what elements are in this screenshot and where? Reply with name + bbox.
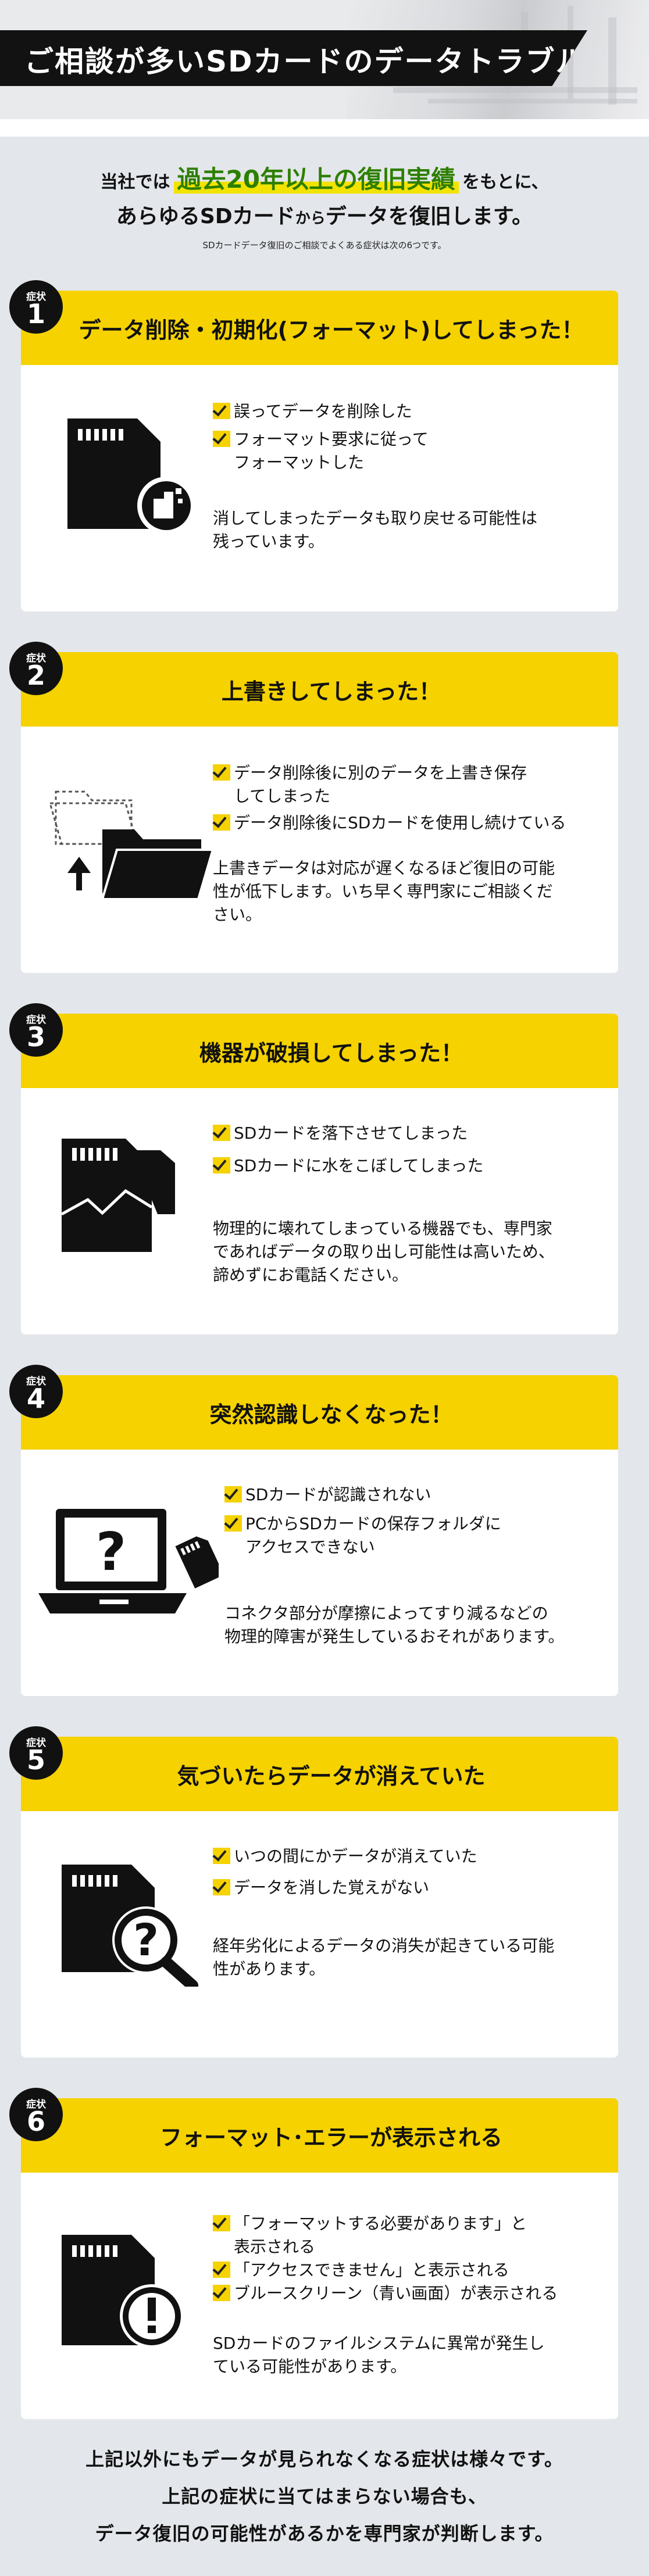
check-item: フォーマット要求に従って [213, 428, 429, 451]
symptom-title: 上書きしてしまった！ [221, 678, 441, 704]
check-icon [213, 1157, 230, 1173]
check-item: SDカードが認識されない [224, 1483, 501, 1507]
folder-overwrite-icon [49, 790, 215, 900]
check-icon [213, 2215, 230, 2231]
symptom-card-4: 突然認識しなくなった！ 症状 4 ? SDカードが認識されない PCからSDカー… [9, 1365, 618, 1696]
check-item: データ削除後にSDカードを使用し続けている [213, 811, 566, 835]
check-icon [213, 1879, 230, 1895]
symptom-card-1: データ削除・初期化(フォーマット)してしまった！ 症状 1 誤ってデータを削除し… [9, 280, 618, 611]
symptom-header: 気づいたらデータが消えていた [21, 1737, 618, 1811]
check-icon [213, 403, 230, 419]
symptom-checklist: SDカードが認識されない PCからSDカードの保存フォルダに アクセスできない [224, 1483, 501, 1559]
symptom-description: 経年劣化によるデータの消失が起きている可能 性があります。 [213, 1936, 555, 1978]
intro-line-1: 当社では過去20年以上の復旧実績をもとに、 [100, 165, 549, 194]
symptom-header: データ削除・初期化(フォーマット)してしまった！ [21, 291, 618, 365]
svg-text:?: ? [96, 1522, 126, 1583]
symptom-checklist: 誤ってデータを削除した フォーマット要求に従って フォーマットした [213, 400, 429, 474]
check-item: ブルースクリーン（青い画面）が表示される [213, 2282, 558, 2305]
check-item: データを消した覚えがない [213, 1876, 477, 1899]
check-item: 「アクセスできません」と表示される [213, 2259, 558, 2282]
footer-line-2: 上記の症状に当てはまらない場合も、 [162, 2485, 487, 2507]
check-item-continued: してしまった [234, 786, 331, 806]
broken-sd-card-icon [60, 1139, 175, 1252]
check-icon [224, 1515, 242, 1532]
symptom-checklist: SDカードを落下させてしまった SDカードに水をこぼしてしまった [213, 1122, 483, 1178]
sd-card-search-icon: ? [62, 1865, 198, 1987]
intro-line-2: あらゆるSDカードからデータを復旧します。 [116, 205, 533, 228]
check-item: SDカードに水をこぼしてしまった [213, 1154, 483, 1178]
symptom-badge: 症状 4 [9, 1365, 63, 1418]
check-item-continued: 表示される [234, 2237, 316, 2256]
symptom-checklist: いつの間にかデータが消えていた データを消した覚えがない [213, 1845, 477, 1899]
footer-line-1: 上記以外にもデータが見られなくなる症状は様々です。 [85, 2448, 564, 2470]
symptom-header: 上書きしてしまった！ [21, 652, 618, 727]
intro-highlight: 過去20年以上の復旧実績 [173, 165, 459, 194]
symptom-description: コネクタ部分が摩擦によってすり減るなどの 物理的障害が発生しているおそれがありま… [224, 1604, 565, 1646]
intro-note: SDカードデータ復旧のご相談でよくある症状は次の6つです。 [202, 240, 447, 251]
symptom-checklist: データ削除後に別のデータを上書き保存 してしまった データ削除後にSDカードを使… [213, 761, 566, 835]
laptop-unrecognized-icon: ? [38, 1509, 219, 1613]
symptom-description: 消してしまったデータも取り戻せる可能性は 残っています。 [213, 509, 538, 551]
symptom-card-5: 気づいたらデータが消えていた 症状 5 ? いつの間にかデータが消えていた デー… [9, 1726, 618, 2058]
symptom-title: フォーマット･エラーが表示される [159, 2124, 502, 2151]
symptom-card-6: フォーマット･エラーが表示される 症状 6 「フォーマットする必要があります」と… [9, 2088, 618, 2419]
check-item: データ削除後に別のデータを上書き保存 [213, 761, 566, 785]
title-band: ご相談が多いSDカードのデータトラブル [0, 30, 587, 86]
symptom-header: フォーマット･エラーが表示される [21, 2098, 618, 2173]
check-item: SDカードを落下させてしまった [213, 1122, 483, 1145]
svg-text:?: ? [133, 1914, 159, 1966]
check-item: 「フォーマットする必要があります」と [213, 2212, 558, 2235]
sd-card-error-icon [62, 2235, 184, 2348]
check-item: PCからSDカードの保存フォルダに [224, 1512, 501, 1536]
check-item: 誤ってデータを削除した [213, 400, 429, 423]
sd-card-format-icon [67, 418, 195, 535]
symptom-description: 上書きデータは対応が遅くなるほど復旧の可能 性が低下します。いち早く専門家にご相… [213, 858, 555, 924]
symptom-header: 突然認識しなくなった！ [21, 1375, 618, 1450]
check-item: いつの間にかデータが消えていた [213, 1845, 477, 1868]
check-icon [224, 1486, 242, 1502]
symptom-badge: 症状 2 [9, 642, 63, 695]
symptom-title: 気づいたらデータが消えていた [177, 1763, 486, 1789]
check-icon [213, 2262, 230, 2278]
check-icon [213, 431, 230, 447]
page-title: ご相談が多いSDカードのデータトラブル [24, 45, 586, 78]
symptom-badge: 症状 5 [9, 1726, 63, 1780]
symptom-card-3: 機器が破損してしまった！ 症状 3 SDカードを落下させてしまった SDカードに… [9, 1003, 618, 1334]
symptom-title: 機器が破損してしまった！ [199, 1040, 463, 1066]
symptom-checklist: 「フォーマットする必要があります」と 表示される 「アクセスできません」と表示さ… [213, 2212, 558, 2305]
check-icon [213, 764, 230, 781]
symptom-description: 物理的に壊れてしまっている機器でも、専門家 であればデータの取り出し可能性は高い… [213, 1219, 555, 1285]
check-item-continued: フォーマットした [234, 453, 365, 472]
footer-line-3: データ復旧の可能性があるかを専門家が判断します。 [95, 2523, 554, 2545]
symptom-badge: 症状 6 [9, 2088, 63, 2141]
symptom-header: 機器が破損してしまった！ [21, 1014, 618, 1088]
check-icon [213, 1125, 230, 1141]
symptom-description: SDカードのファイルシステムに異常が発生し ている可能性があります。 [213, 2334, 545, 2376]
check-icon [213, 814, 230, 831]
check-icon [213, 1848, 230, 1864]
symptom-badge: 症状 3 [9, 1003, 63, 1057]
symptom-title: データ削除・初期化(フォーマット)してしまった！ [79, 317, 584, 343]
page-header: ご相談が多いSDカードのデータトラブル [0, 0, 649, 119]
symptom-title: 突然認識しなくなった！ [209, 1401, 453, 1427]
symptom-card-2: 上書きしてしまった！ 症状 2 データ削除後に別のデータを上書き保存 してしまっ… [9, 642, 618, 973]
check-icon [213, 2285, 230, 2301]
symptom-badge: 症状 1 [9, 280, 63, 334]
check-item-continued: アクセスできない [245, 1537, 375, 1557]
